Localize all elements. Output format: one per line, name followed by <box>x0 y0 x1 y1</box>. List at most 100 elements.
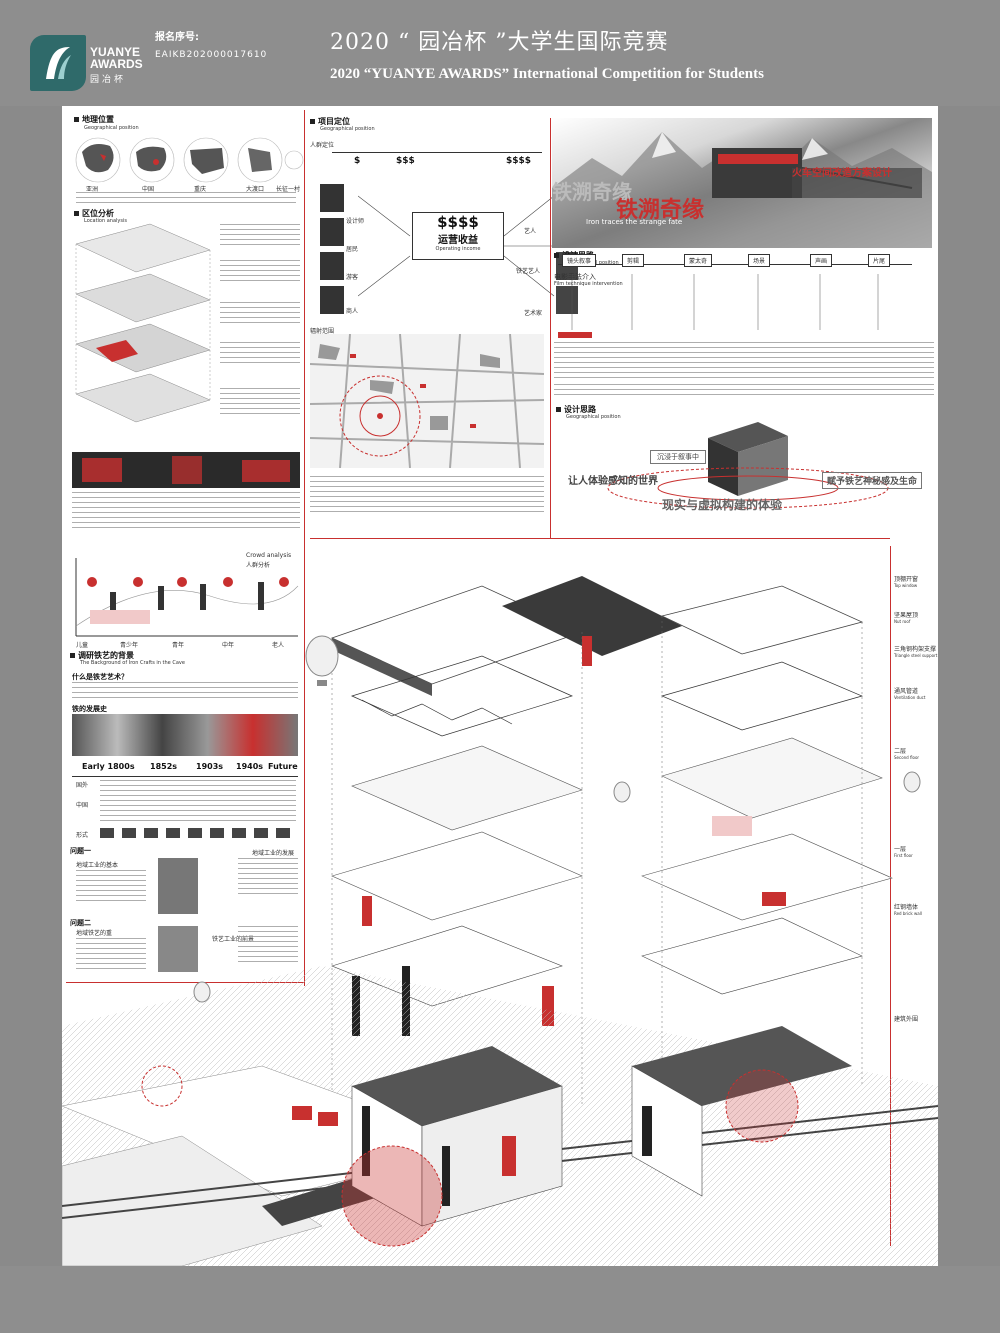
second-floor-layer <box>351 737 883 836</box>
site-description <box>72 492 300 532</box>
timeline-1800s: Early 1800s <box>82 762 135 771</box>
page-header: YUANYE AWARDS 园冶杯 报名序号: EAIKB20200001761… <box>0 0 1000 106</box>
design-idea2-sub: Geographical position <box>566 414 621 420</box>
money-mid: $$$ <box>396 156 415 166</box>
film-step-3: 蒙太奇 <box>684 254 713 267</box>
title-english: 2020 “YUANYE AWARDS” International Compe… <box>330 66 764 82</box>
iron-history-title: 铁的发展史 <box>72 705 107 713</box>
geo-position-sub: Geographical position <box>84 125 139 131</box>
timeline-china-text <box>100 800 296 824</box>
location-text-5 <box>220 388 300 416</box>
map-label-asia: 亚洲 <box>86 186 99 193</box>
location-text-2 <box>220 260 300 282</box>
crowd-position-label: 人群定位 <box>310 142 335 149</box>
axo-label-first-floor: 一层 First floor <box>894 844 938 858</box>
left-red-divider <box>304 110 305 986</box>
role-resident: 居民 <box>346 246 359 253</box>
film-step-branches <box>558 274 879 338</box>
concept-experience: 现实与虚拟构建的体验 <box>662 498 783 512</box>
wave-icon <box>46 47 71 79</box>
location-text-3 <box>220 302 300 324</box>
axo-label-top-window-cn: 顶棚开窗 <box>894 576 919 583</box>
registration-label: 报名序号: <box>155 32 199 43</box>
axo-label-nut-roof: 坚果屋顶 Nut roof <box>894 610 938 624</box>
what-is-iron-art: 什么是铁艺艺术？ <box>72 673 128 681</box>
layered-site-diagram <box>75 223 211 423</box>
film-step-2: 剪辑 <box>622 254 645 267</box>
axo-label-duct-cn: 通风管道 <box>894 688 919 695</box>
problem-two-note: 铁艺工业的前景 <box>212 936 255 943</box>
concept-perception: 让人体验感知的世界 <box>568 476 658 487</box>
film-steps: 镜头叙事 剪辑 蒙太奇 场景 声画 片尾 <box>558 254 912 270</box>
page-footer <box>0 1266 1000 1333</box>
project-position-title: 项目定位 <box>310 116 350 127</box>
truss-layer <box>351 655 864 737</box>
location-text-1 <box>220 224 300 246</box>
role-artist: 艺术家 <box>524 310 543 317</box>
iron-background-sub: The Background of Iron Crafts in the Cav… <box>80 660 185 666</box>
problem-two-photo <box>158 926 198 972</box>
axo-label-nut-roof-cn: 坚果屋顶 <box>894 612 919 619</box>
timeline-forms <box>100 828 296 838</box>
mountain-silhouette <box>552 132 932 248</box>
role-designer: 设计师 <box>346 218 365 225</box>
timeline-label-abroad: 国外 <box>76 782 89 789</box>
concept-diagram <box>607 422 889 509</box>
crowd-axis-children: 儿童 <box>76 642 89 649</box>
ground-site <box>62 966 938 1266</box>
photo-red-1 <box>82 458 122 482</box>
map-label-village: 长征一村 <box>276 186 301 193</box>
banner-title-shadow: 铁溯奇缘 <box>552 180 632 204</box>
timeline-bar: Early 1800s 1852s 1903s 1940s Future <box>72 762 298 776</box>
income-cn: 运营收益 <box>438 235 478 246</box>
iron-art-text <box>72 682 298 702</box>
problem-one: 问题一 <box>70 847 91 855</box>
timeline-1852s: 1852s <box>150 762 178 771</box>
problem-one-text <box>76 870 146 902</box>
iron-history-photos <box>72 714 298 756</box>
axo-label-second-floor-cn: 二层 <box>894 748 907 755</box>
photo-red-2 <box>172 456 202 484</box>
first-floor-layer <box>331 831 893 926</box>
geo-position-title: 地理位置 <box>74 114 114 125</box>
crowd-analysis-sub: 人群分析 <box>246 562 271 569</box>
axo-label-truss-en: Triangle steel support <box>894 653 938 658</box>
iron-background-title: 调研铁艺的背景 <box>70 650 134 661</box>
roof-layer <box>330 576 864 696</box>
design-idea-text <box>554 342 934 380</box>
poster-board: 地理位置 Geographical position 亚洲 中国 重庆 大渡口 … <box>62 106 938 1266</box>
yuanye-logo-icon <box>30 35 86 91</box>
film-intervention-sub: Film technique intervention <box>554 281 623 287</box>
map-label-china: 中国 <box>142 186 155 193</box>
photo-red-3 <box>242 460 290 482</box>
problem-one-photo <box>158 858 198 914</box>
axo-label-duct: 通风管道 Ventilation duct <box>894 686 938 700</box>
location-text-4 <box>220 342 300 364</box>
city-radiation-map <box>310 334 544 468</box>
axo-label-periphery-cn: 建筑外围 <box>894 1016 919 1023</box>
axo-label-first-floor-cn: 一层 <box>894 846 907 853</box>
crowd-axis-elder: 老人 <box>272 642 285 649</box>
axo-label-nut-roof-en: Nut roof <box>894 619 911 624</box>
axo-label-truss-cn: 三角钢构架支撑 <box>894 646 937 653</box>
role-merchant: 商人 <box>346 308 359 315</box>
axo-label-top-window: 顶棚开窗 Top window <box>894 574 938 588</box>
film-step-6: 片尾 <box>868 254 891 267</box>
timeline-label-form: 形式 <box>76 832 89 839</box>
axo-label-duct-en: Ventilation duct <box>894 695 926 700</box>
logo-brand: YUANYE AWARDS <box>90 46 143 70</box>
logo-brand-line2: AWARDS <box>90 57 143 71</box>
right-red-vertical <box>890 546 891 1246</box>
map-label-dadukou: 大渡口 <box>246 186 265 193</box>
axo-label-first-floor-en: First floor <box>894 853 913 858</box>
film-step-5: 声画 <box>810 254 833 267</box>
timeline-1903s: 1903s <box>196 762 224 771</box>
film-axis <box>558 264 912 265</box>
title-chinese: 2020 “ 园冶杯 ”大学生国际竞赛 <box>330 30 669 55</box>
role-tourist: 游客 <box>346 274 359 281</box>
crowd-analysis-diagram <box>75 558 299 637</box>
income-arrows <box>358 195 555 297</box>
location-analysis-sub: Location analysis <box>84 218 127 224</box>
design-idea-text-en <box>554 384 934 398</box>
location-maps <box>75 137 304 183</box>
